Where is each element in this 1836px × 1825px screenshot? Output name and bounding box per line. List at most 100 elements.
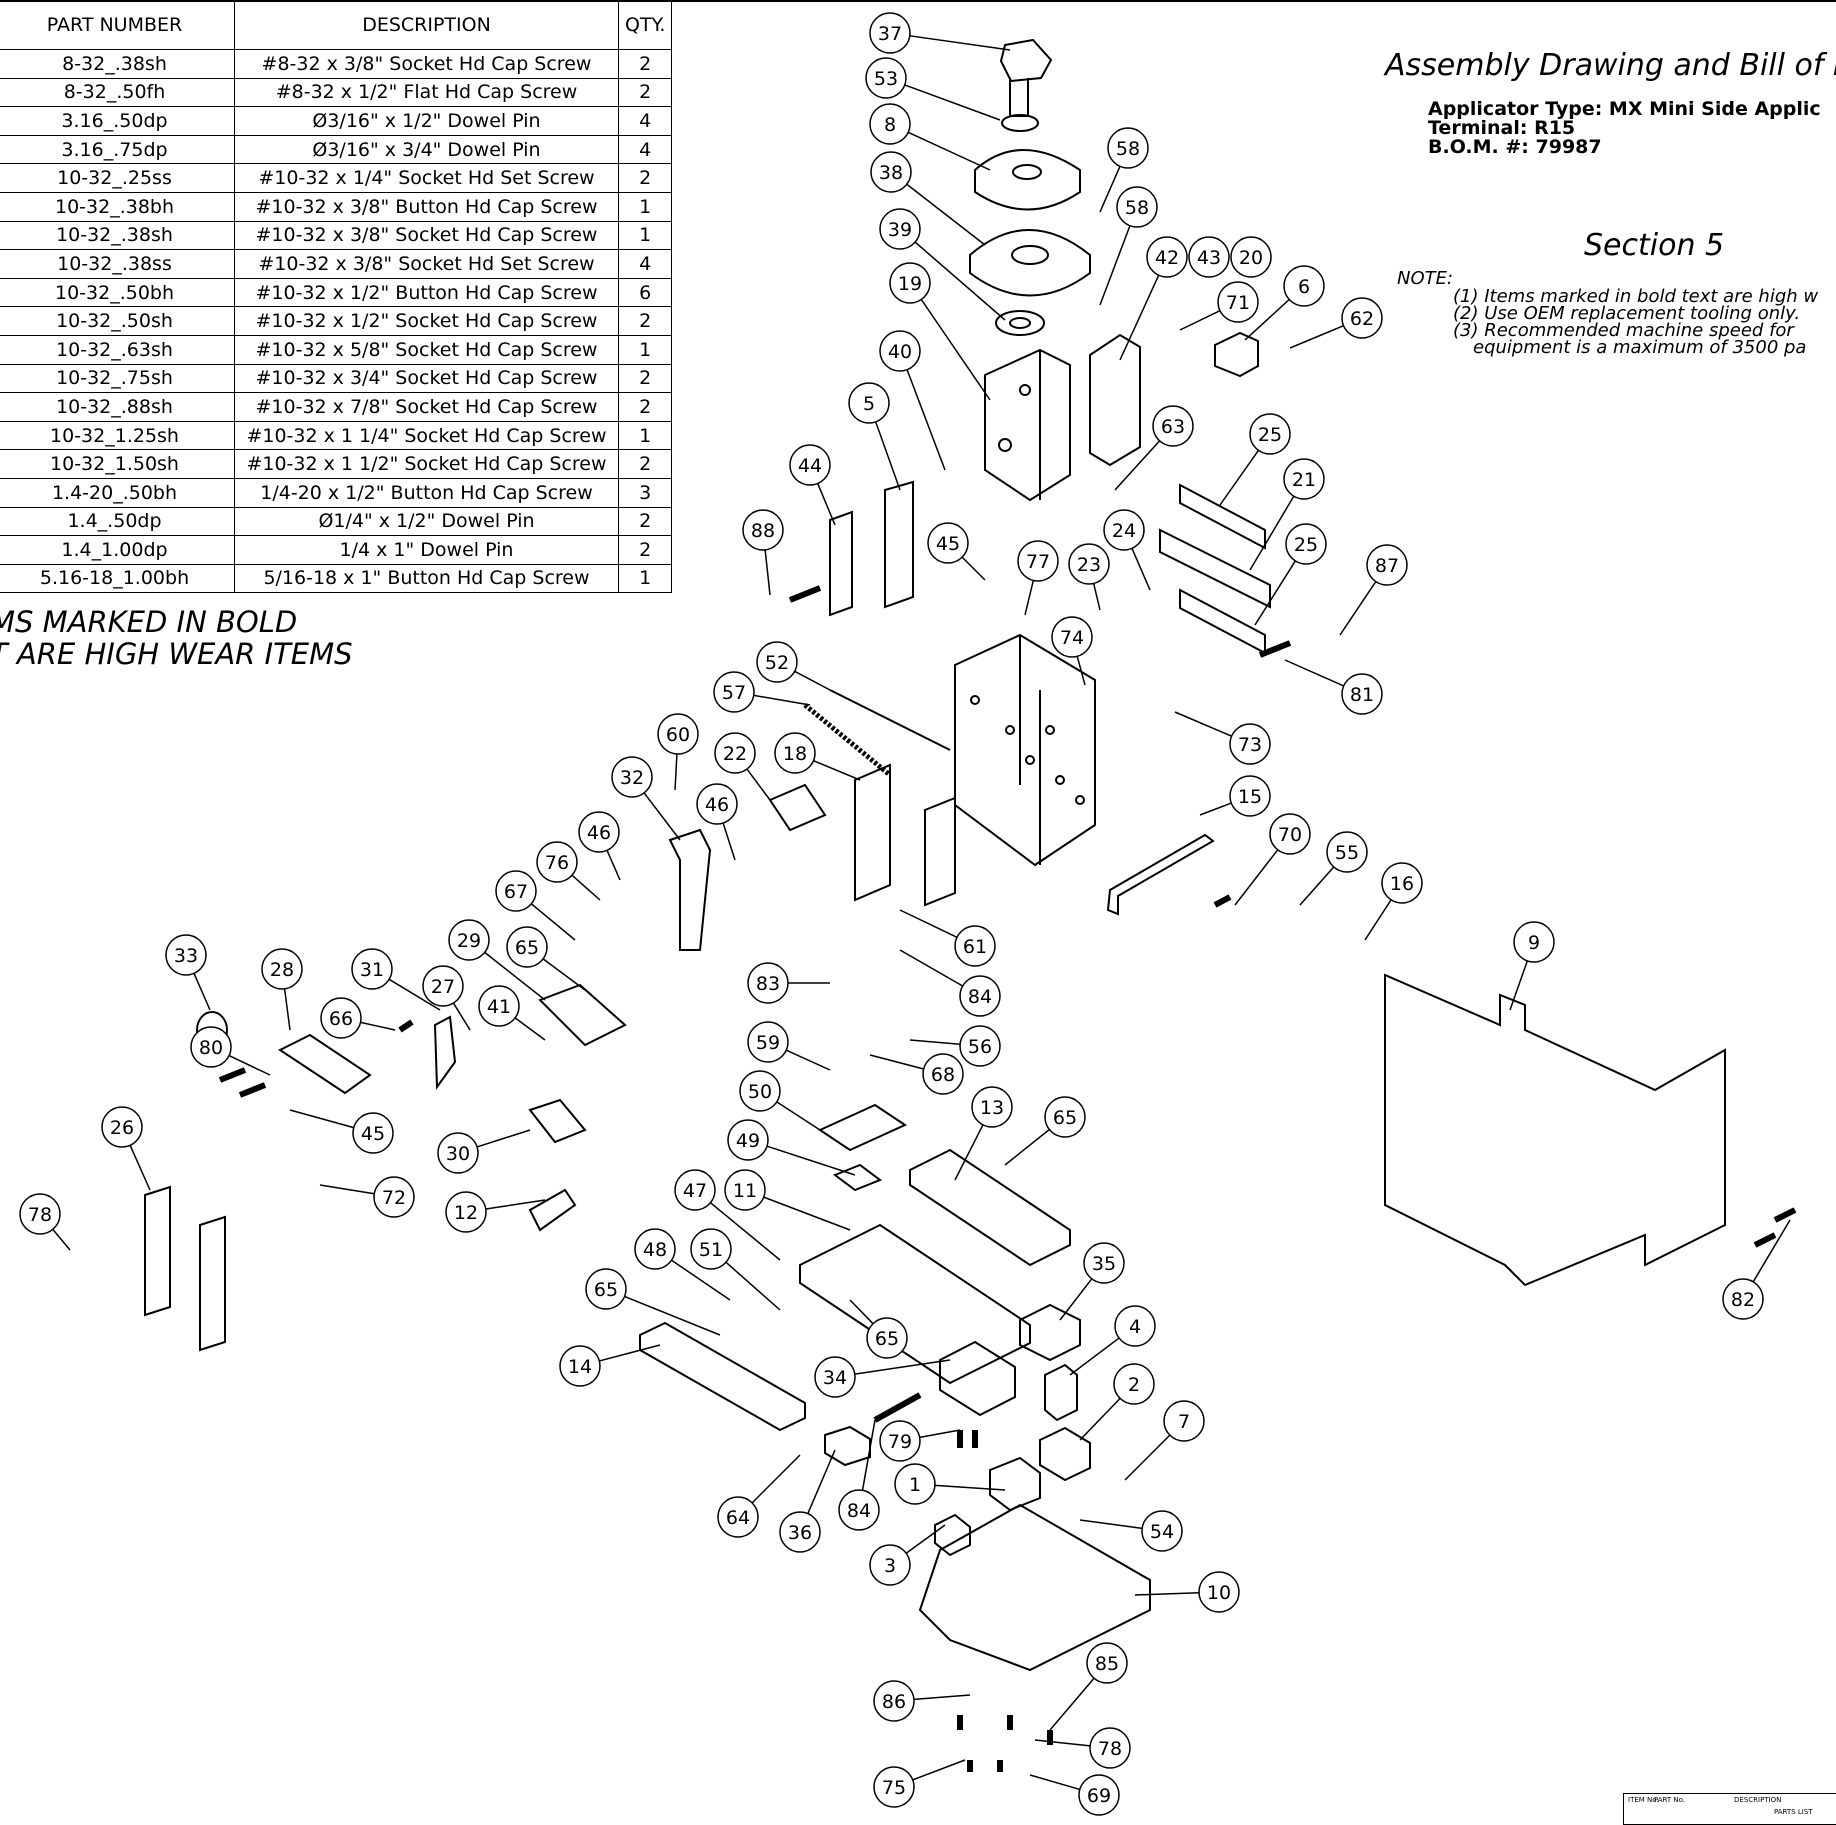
part-strip-15 — [1106, 833, 1215, 916]
balloon-circle — [352, 1112, 394, 1154]
balloon-circle — [1229, 723, 1271, 765]
leader-line — [1076, 656, 1086, 686]
balloon-53: 53 — [865, 57, 1001, 121]
qty-cell: 2 — [617, 535, 673, 565]
balloon-37: 37 — [869, 12, 1011, 54]
balloon-15: 15 — [1199, 775, 1271, 817]
balloon-number: 81 — [1350, 684, 1374, 706]
table-row: 10-32_1.25sh#10-32 x 1 1/4" Socket Hd Ca… — [0, 420, 673, 451]
balloon-84: 84 — [838, 1419, 880, 1531]
leader-line — [542, 958, 586, 991]
leader-line — [606, 850, 621, 881]
leader-line — [1289, 325, 1344, 349]
leader-line — [817, 483, 836, 526]
mini-item-no: ITEM No. — [1628, 1796, 1659, 1804]
leader-line — [1034, 1739, 1091, 1747]
part-block-34 — [939, 1340, 1016, 1417]
balloon-number: 84 — [847, 1500, 871, 1522]
balloon-number: 65 — [515, 937, 539, 959]
terminal: Terminal: R15 — [1428, 117, 1576, 139]
balloon-number: 58 — [1125, 197, 1149, 219]
balloon-number: 24 — [1112, 520, 1136, 542]
balloon-63: 63 — [1114, 405, 1194, 491]
balloon-circle — [165, 934, 207, 976]
balloon-number: 51 — [699, 1239, 723, 1261]
balloon-1: 1 — [894, 1463, 1006, 1505]
balloon-circle — [959, 975, 1001, 1017]
balloon-circle — [1283, 458, 1325, 500]
part-number-cell: 10-32_.50bh — [0, 277, 235, 308]
leader-line — [599, 1344, 661, 1362]
balloon-27: 27 — [422, 965, 471, 1031]
note-label: NOTE: — [1397, 268, 1454, 289]
table-row: 10-32_.88sh#10-32 x 7/8" Socket Hd Cap S… — [0, 392, 673, 422]
leader-line — [289, 1109, 354, 1129]
balloon-50: 50 — [739, 1070, 821, 1131]
table-row: 10-32_.25ss#10-32 x 1/4" Socket Hd Set S… — [0, 163, 673, 193]
leader-line — [1079, 1397, 1121, 1441]
part-block-50 — [817, 1103, 908, 1152]
leader-line — [912, 1759, 966, 1781]
qty-cell: 2 — [617, 163, 673, 193]
balloon-number: 25 — [1294, 534, 1318, 556]
balloon-87: 87 — [1339, 544, 1408, 636]
qty-cell: 1 — [617, 191, 673, 222]
part-block-18 — [854, 763, 956, 907]
balloon-46: 46 — [578, 811, 621, 881]
table-row: 10-32_.38sh#10-32 x 3/8" Socket Hd Cap S… — [0, 220, 673, 251]
part-block-35 — [1019, 1303, 1081, 1362]
part-number-cell: 10-32_.63sh — [0, 334, 235, 365]
part-clip-12 — [528, 1188, 577, 1232]
balloon-57: 57 — [713, 671, 811, 713]
leader-line — [913, 1694, 971, 1701]
balloon-number: 73 — [1238, 734, 1262, 756]
balloon-80: 80 — [190, 1026, 271, 1076]
balloon-circle — [747, 1021, 789, 1063]
balloon-5: 5 — [848, 382, 901, 491]
leader-line — [674, 753, 678, 791]
balloon-3: 3 — [869, 1524, 946, 1586]
balloon-circle — [1083, 1242, 1125, 1284]
leader-line — [1079, 1519, 1143, 1530]
balloon-32: 32 — [611, 756, 681, 841]
balloon-number: 84 — [968, 986, 992, 1008]
bom-number: B.O.M. #: 79987 — [1428, 136, 1602, 158]
balloon-circle — [1116, 186, 1158, 228]
balloon-85: 85 — [1049, 1642, 1128, 1731]
balloon-number: 10 — [1207, 1582, 1231, 1604]
leader-line — [751, 1454, 801, 1504]
table-row: 10-32_.63sh#10-32 x 5/8" Socket Hd Cap S… — [0, 334, 673, 365]
balloon-circle — [869, 1544, 911, 1586]
top-border — [0, 0, 1836, 2]
balloon-number: 46 — [705, 794, 729, 816]
balloon-circle — [190, 1026, 232, 1068]
mini-description: DESCRIPTION — [1734, 1796, 1782, 1804]
balloon-number: 67 — [504, 881, 528, 903]
balloon-number: 74 — [1060, 627, 1084, 649]
balloon-circle — [536, 841, 578, 883]
balloon-48: 48 — [634, 1228, 731, 1301]
applicator-type: Applicator Type: MX Mini Side Applic — [1428, 98, 1821, 120]
balloon-number: 19 — [898, 273, 922, 295]
balloon-circle — [1285, 523, 1327, 565]
balloon-number: 16 — [1390, 873, 1414, 895]
balloon-75: 75 — [873, 1759, 966, 1808]
balloon-number: 58 — [1116, 138, 1140, 160]
balloon-20: 20 — [1230, 236, 1272, 278]
qty-cell: 1 — [617, 334, 673, 365]
balloon-number: 33 — [174, 945, 198, 967]
balloon-number: 37 — [878, 23, 902, 45]
balloon-number: 69 — [1087, 1785, 1111, 1807]
balloon-42: 42 — [1119, 236, 1188, 361]
balloon-circle — [1051, 616, 1093, 658]
part-bracket-6 — [1214, 331, 1259, 378]
balloon-69: 69 — [1029, 1774, 1120, 1816]
leader-line — [909, 1039, 961, 1046]
balloon-74: 74 — [1051, 616, 1093, 686]
part-plate-44 — [829, 510, 853, 617]
part-slide-21 — [1159, 528, 1271, 609]
leader-line — [1049, 1677, 1095, 1731]
balloon-number: 78 — [28, 1204, 52, 1226]
